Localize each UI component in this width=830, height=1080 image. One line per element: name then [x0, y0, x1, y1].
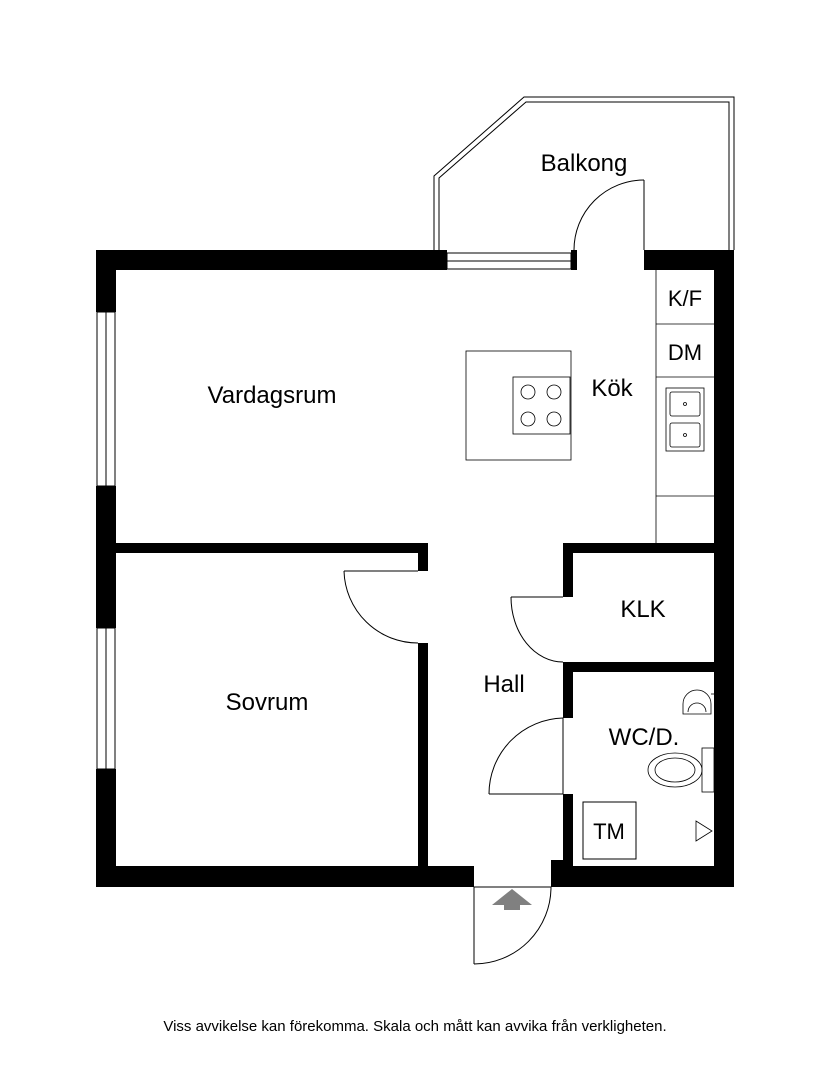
kitchen-sink-icon	[665, 387, 705, 452]
kitchen-island	[465, 350, 572, 461]
toilet-icon	[647, 747, 715, 793]
kitchen-counter	[655, 270, 714, 543]
entrance-arrow-icon	[492, 889, 532, 910]
washbasin-icon	[682, 689, 714, 715]
washing-machine-box	[582, 801, 637, 860]
disclaimer-text: Viss avvikelse kan förekomma. Skala och …	[163, 1018, 667, 1035]
room-label-sovrum: Sovrum	[226, 689, 309, 716]
room-label-klk: KLK	[620, 596, 665, 623]
room-label-vardagsrum: Vardagsrum	[208, 382, 337, 409]
fixture-label-dm: DM	[668, 340, 702, 365]
doors	[343, 179, 645, 965]
room-label-wc: WC/D.	[609, 724, 680, 751]
room-label-balkong: Balkong	[541, 150, 628, 177]
floor-drain-icon	[695, 820, 713, 842]
fixture-label-tm: TM	[593, 819, 625, 844]
balcony-outline	[433, 96, 735, 250]
room-label-kok: Kök	[591, 375, 633, 402]
walls	[96, 250, 734, 887]
room-label-hall: Hall	[483, 671, 524, 698]
windows	[96, 252, 572, 770]
stove-icon	[512, 376, 571, 435]
fixture-label-kf: K/F	[668, 286, 702, 311]
